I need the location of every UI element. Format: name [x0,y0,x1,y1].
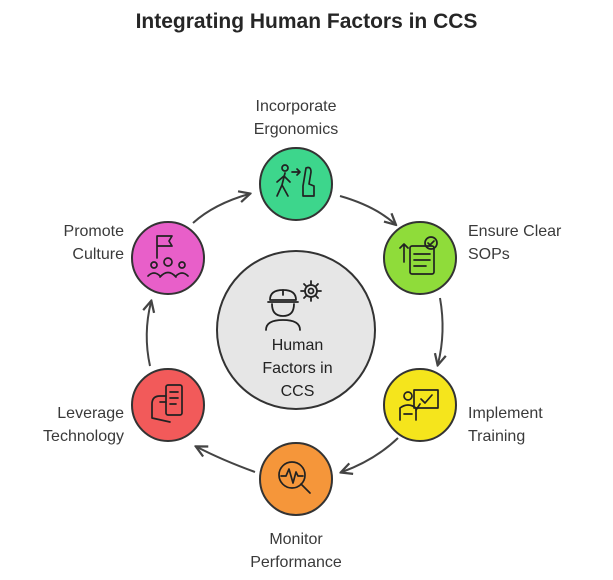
checklist-document-icon [399,236,438,275]
label-performance: Monitor Performance [250,531,342,571]
diagram-title: Integrating Human Factors in CCS [135,10,478,33]
center-label-line: Factors in [262,360,333,377]
node-performance [259,442,333,516]
arrow-sops-to-training [438,297,443,364]
magnify-pulse-icon [278,461,311,494]
arrow-training-to-performance [342,437,399,472]
center-node [216,250,376,410]
hand-phone-icon [151,384,183,423]
node-ergonomics [259,147,333,221]
label-training: Implement Training [468,405,543,445]
flag-team-icon [147,235,189,278]
arrow-performance-to-technology [197,447,256,473]
cycle-arrows [147,194,443,472]
node-training [383,368,457,442]
worker-gear-icon [265,280,322,331]
arrow-technology-to-culture [147,302,151,367]
arrow-ergonomics-to-sops [339,195,395,224]
node-culture [131,221,205,295]
center-label: Human Factors in CCS [230,334,365,403]
node-technology [131,368,205,442]
label-sops: Ensure Clear SOPs [468,223,562,263]
walking-seat-icon [276,164,315,197]
center-label-line: Human [271,337,324,354]
arrow-culture-to-ergonomics [192,194,249,224]
center-label-line: CCS [280,383,315,400]
trainer-board-icon [399,389,439,421]
label-technology: Leverage Technology [43,405,124,445]
label-ergonomics: Incorporate Ergonomics [253,98,339,138]
node-sops [383,221,457,295]
label-culture: Promote Culture [63,223,124,263]
